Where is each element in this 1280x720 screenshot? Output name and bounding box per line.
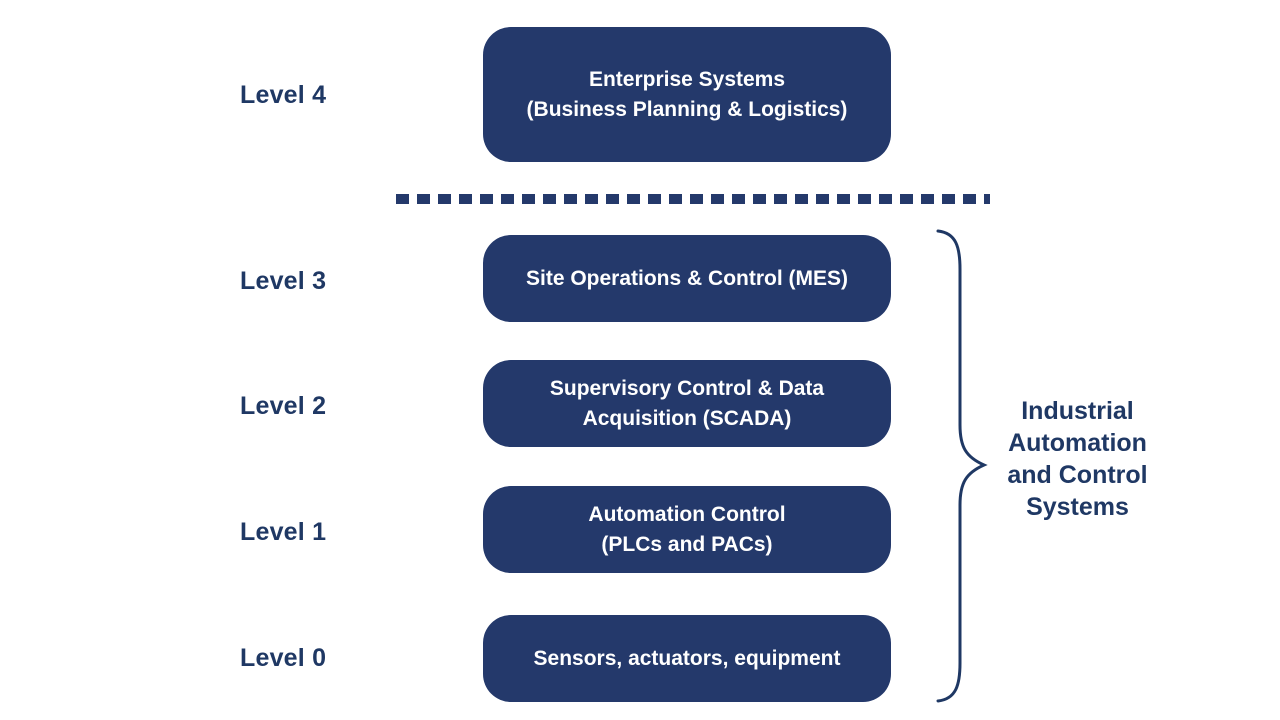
level-4-box: Enterprise Systems (Business Planning & …: [483, 27, 891, 162]
level-4-label: Level 4: [240, 81, 327, 109]
level-3-box: Site Operations & Control (MES): [483, 235, 891, 322]
level-3-label: Level 3: [240, 267, 327, 295]
level-0-label: Level 0: [240, 644, 327, 672]
grouping-brace: [936, 229, 988, 703]
enterprise-separator-dashed-line: [396, 194, 990, 204]
level-2-label: Level 2: [240, 392, 327, 420]
brace-group-label: Industrial Automation and Control System…: [1007, 397, 1148, 521]
level-1-label: Level 1: [240, 518, 327, 546]
level-1-box: Automation Control (PLCs and PACs): [483, 486, 891, 573]
level-2-box: Supervisory Control & Data Acquisition (…: [483, 360, 891, 447]
level-0-box: Sensors, actuators, equipment: [483, 615, 891, 702]
